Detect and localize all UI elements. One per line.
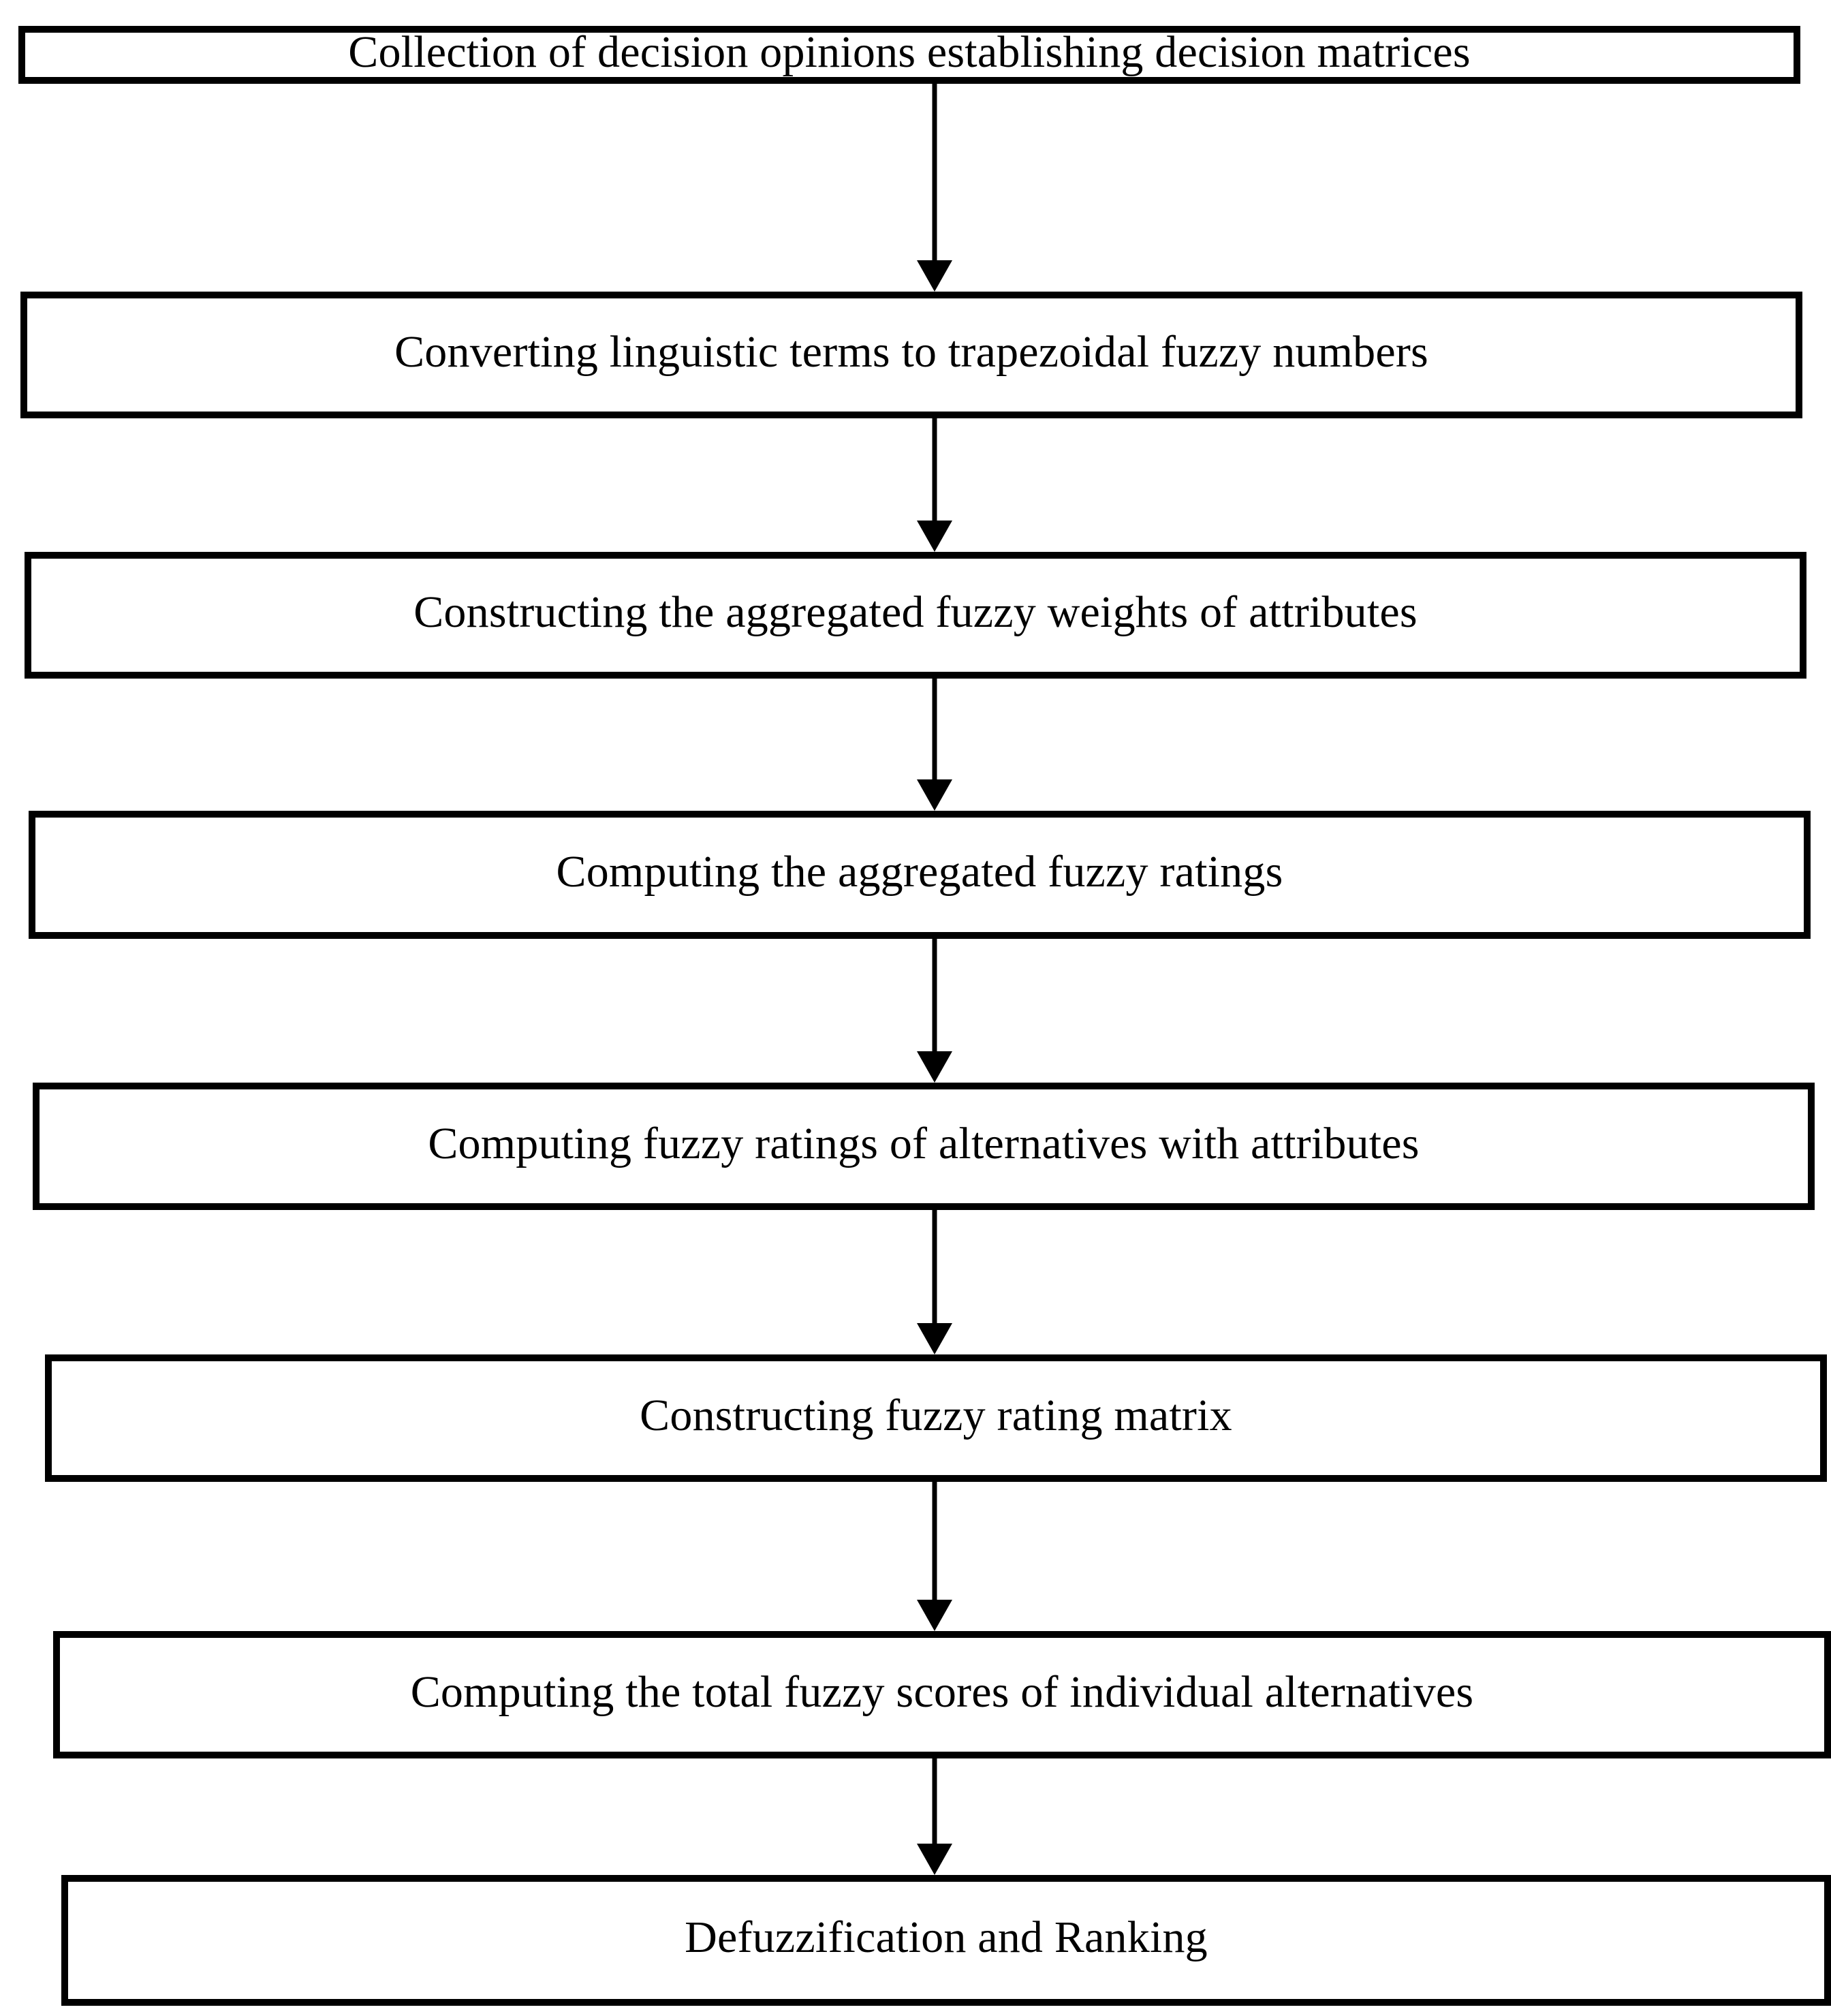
flowchart-node-label: Collection of decision opinions establis… bbox=[348, 27, 1471, 77]
flowchart-node-step-4[interactable]: Computing the aggregated fuzzy ratings bbox=[29, 811, 1811, 939]
flowchart-node-label: Defuzzification and Ranking bbox=[685, 1912, 1208, 1963]
flowchart-node-label: Computing fuzzy ratings of alternatives … bbox=[428, 1118, 1420, 1168]
flowchart-node-step-7[interactable]: Computing the total fuzzy scores of indi… bbox=[53, 1631, 1831, 1758]
flowchart-node-step-6[interactable]: Constructing fuzzy rating matrix bbox=[45, 1354, 1827, 1482]
flowchart-node-label: Constructing the aggregated fuzzy weight… bbox=[413, 587, 1418, 638]
flowchart-node-label: Computing the aggregated fuzzy ratings bbox=[556, 847, 1283, 897]
flowchart-node-label: Computing the total fuzzy scores of indi… bbox=[410, 1666, 1474, 1717]
flow-connector-arrow bbox=[917, 418, 952, 552]
flow-connector-arrow bbox=[917, 1210, 952, 1354]
flow-connector-arrow bbox=[917, 679, 952, 811]
flowchart-node-step-5[interactable]: Computing fuzzy ratings of alternatives … bbox=[33, 1083, 1815, 1210]
flow-connector-arrow bbox=[917, 939, 952, 1083]
flow-connector-arrow bbox=[917, 1758, 952, 1875]
flowchart-node-step-2[interactable]: Converting linguistic terms to trapezoid… bbox=[20, 292, 1802, 418]
flowchart-node-step-3[interactable]: Constructing the aggregated fuzzy weight… bbox=[25, 552, 1806, 679]
flow-connector-arrow bbox=[917, 84, 952, 292]
flowchart-node-step-1[interactable]: Collection of decision opinions establis… bbox=[18, 26, 1800, 84]
flow-connector-arrow bbox=[917, 1482, 952, 1631]
flowchart-node-step-8[interactable]: Defuzzification and Ranking bbox=[61, 1875, 1831, 2006]
flowchart-node-label: Converting linguistic terms to trapezoid… bbox=[394, 327, 1428, 377]
flowchart-node-label: Constructing fuzzy rating matrix bbox=[640, 1390, 1232, 1440]
